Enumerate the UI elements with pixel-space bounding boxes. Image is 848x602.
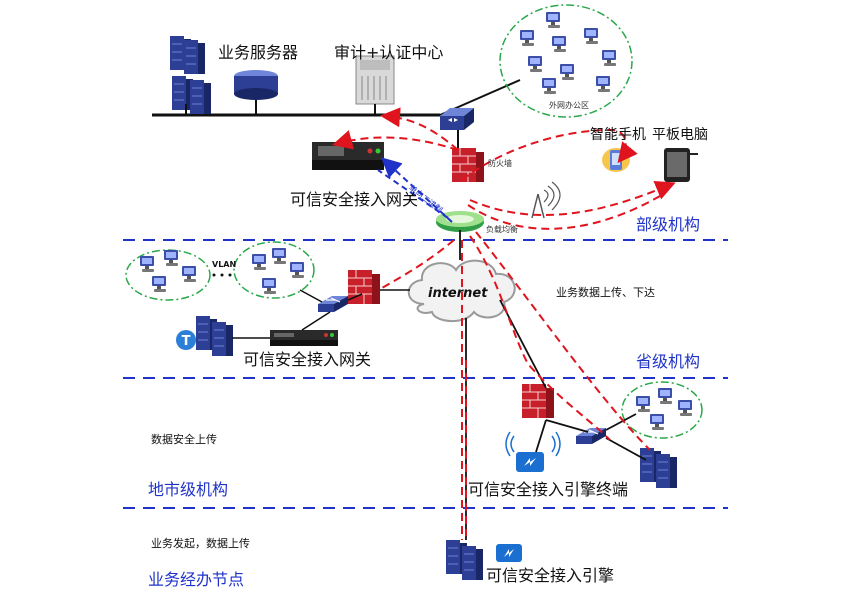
ext-office-cluster — [499, 4, 633, 118]
t-logo-icon: T — [176, 330, 196, 350]
firewall-city-icon — [521, 383, 555, 419]
load-balancer-icon — [436, 211, 484, 232]
label-engine-terminal: 可信安全接入引擎终端 — [468, 480, 629, 499]
label-load-balance: 负载均衡 — [486, 225, 518, 234]
engine-icon — [496, 544, 522, 562]
blue-flow-lines — [377, 157, 453, 223]
label-internet: internet — [428, 286, 488, 301]
label-branch: 业务经办节点 — [148, 570, 245, 589]
label-province: 省级机构 — [636, 352, 701, 371]
label-gateway-mid: 可信安全接入网关 — [243, 350, 372, 369]
wireless-antenna-icon — [531, 181, 561, 219]
gateway-top-icon — [312, 142, 384, 170]
label-firewall: 防火墙 — [488, 159, 512, 168]
label-business-start: 业务发起，数据上传 — [151, 537, 250, 550]
label-city: 地市级机构 — [148, 480, 229, 499]
province-cluster — [621, 381, 703, 439]
label-vlan: VLAN — [212, 260, 237, 269]
firewall-icon — [451, 147, 485, 183]
mid-server-icon — [195, 315, 234, 357]
bottom-server-icon — [445, 539, 484, 581]
audit-server-icon — [355, 55, 395, 105]
label-gateway-top: 可信安全接入网关 — [290, 190, 419, 209]
label-audit-auth: 审计+认证中心 — [334, 43, 444, 62]
label-business-data: 业务数据上传、下达 — [556, 286, 655, 299]
smartphone-icon — [602, 148, 630, 172]
tier-separators — [123, 239, 728, 509]
city-server-icon — [639, 447, 678, 489]
label-ministry: 部级机构 — [636, 215, 701, 234]
tablet-icon — [664, 148, 698, 182]
engine-terminal-icon — [516, 452, 544, 472]
internet-cloud-icon — [407, 259, 516, 322]
wifi-signal-icon — [505, 431, 561, 457]
label-data-upload: 数据安全上传 — [151, 433, 217, 446]
firewall-mid-icon — [347, 269, 381, 305]
switch-mid-icon — [317, 295, 349, 313]
red-flow-lines — [332, 107, 676, 540]
label-smartphone: 智能手机 — [590, 127, 646, 143]
label-ext-office: 外网办公区 — [549, 101, 589, 110]
vlan-dots — [212, 273, 232, 277]
vlan-cluster-left — [125, 249, 211, 301]
vlan-cluster-right — [233, 241, 315, 299]
svg-text:T: T — [182, 334, 191, 349]
label-business-server: 业务服务器 — [218, 43, 299, 62]
gateway-mid-icon — [270, 330, 338, 346]
business-server-icon — [169, 35, 278, 115]
label-tablet: 平板电脑 — [652, 127, 708, 143]
label-engine: 可信安全接入引擎 — [486, 566, 615, 585]
